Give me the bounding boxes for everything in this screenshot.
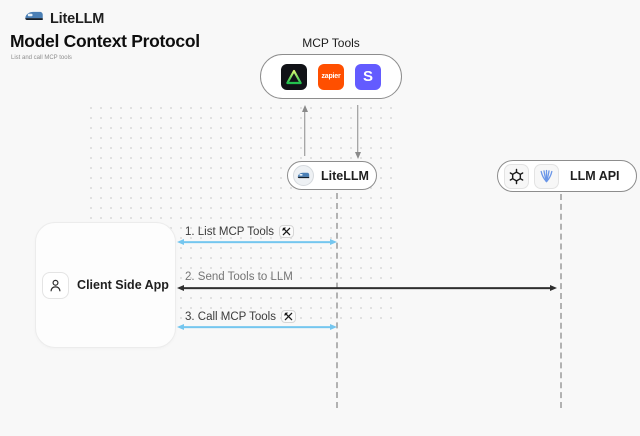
zapier-label: zapier — [321, 73, 341, 80]
openai-icon — [504, 163, 529, 189]
client-side-app-node: Client Side App — [35, 222, 176, 348]
message-3-text: 3. Call MCP Tools — [185, 310, 276, 323]
page-title: Model Context Protocol — [10, 31, 200, 51]
arrow-up-to-mcp-tools — [300, 105, 309, 159]
message-2-arrow — [177, 284, 557, 292]
stripe-icon: S — [355, 63, 381, 90]
stripe-label: S — [362, 68, 373, 85]
message-3-label: 3. Call MCP Tools — [185, 310, 296, 323]
lifeline-litellm — [336, 193, 338, 408]
tools-icon — [280, 310, 296, 323]
page-subtitle: List and call MCP tools — [11, 55, 72, 61]
message-1-text: 1. List MCP Tools — [185, 225, 275, 238]
brand: LiteLLM — [24, 9, 104, 28]
mcp-tools-label: MCP Tools — [302, 36, 360, 50]
lifeline-llm-api — [560, 194, 562, 408]
llm-api-node: LLM API — [497, 160, 637, 192]
triangle-tool-icon — [281, 63, 307, 90]
litellm-node-label: LiteLLM — [321, 168, 369, 183]
message-1-arrow — [177, 238, 337, 246]
zapier-icon: zapier — [318, 63, 344, 90]
user-icon — [42, 271, 70, 299]
message-2-label: 2. Send Tools to LLM — [185, 271, 293, 283]
message-2-text: 2. Send Tools to LLM — [185, 271, 293, 283]
llm-model-icon — [534, 163, 559, 189]
tools-icon — [279, 225, 295, 238]
mcp-tools-box: zapier S — [260, 54, 402, 99]
message-1-label: 1. List MCP Tools — [185, 225, 295, 238]
litellm-train-icon — [24, 9, 44, 28]
litellm-train-icon — [293, 165, 314, 186]
llm-api-node-label: LLM API — [570, 169, 620, 183]
litellm-node: LiteLLM — [287, 161, 377, 190]
client-side-app-label: Client Side App — [77, 278, 169, 292]
brand-label: LiteLLM — [50, 10, 105, 27]
message-3-arrow — [177, 323, 337, 331]
arrow-down-to-litellm — [353, 102, 362, 159]
